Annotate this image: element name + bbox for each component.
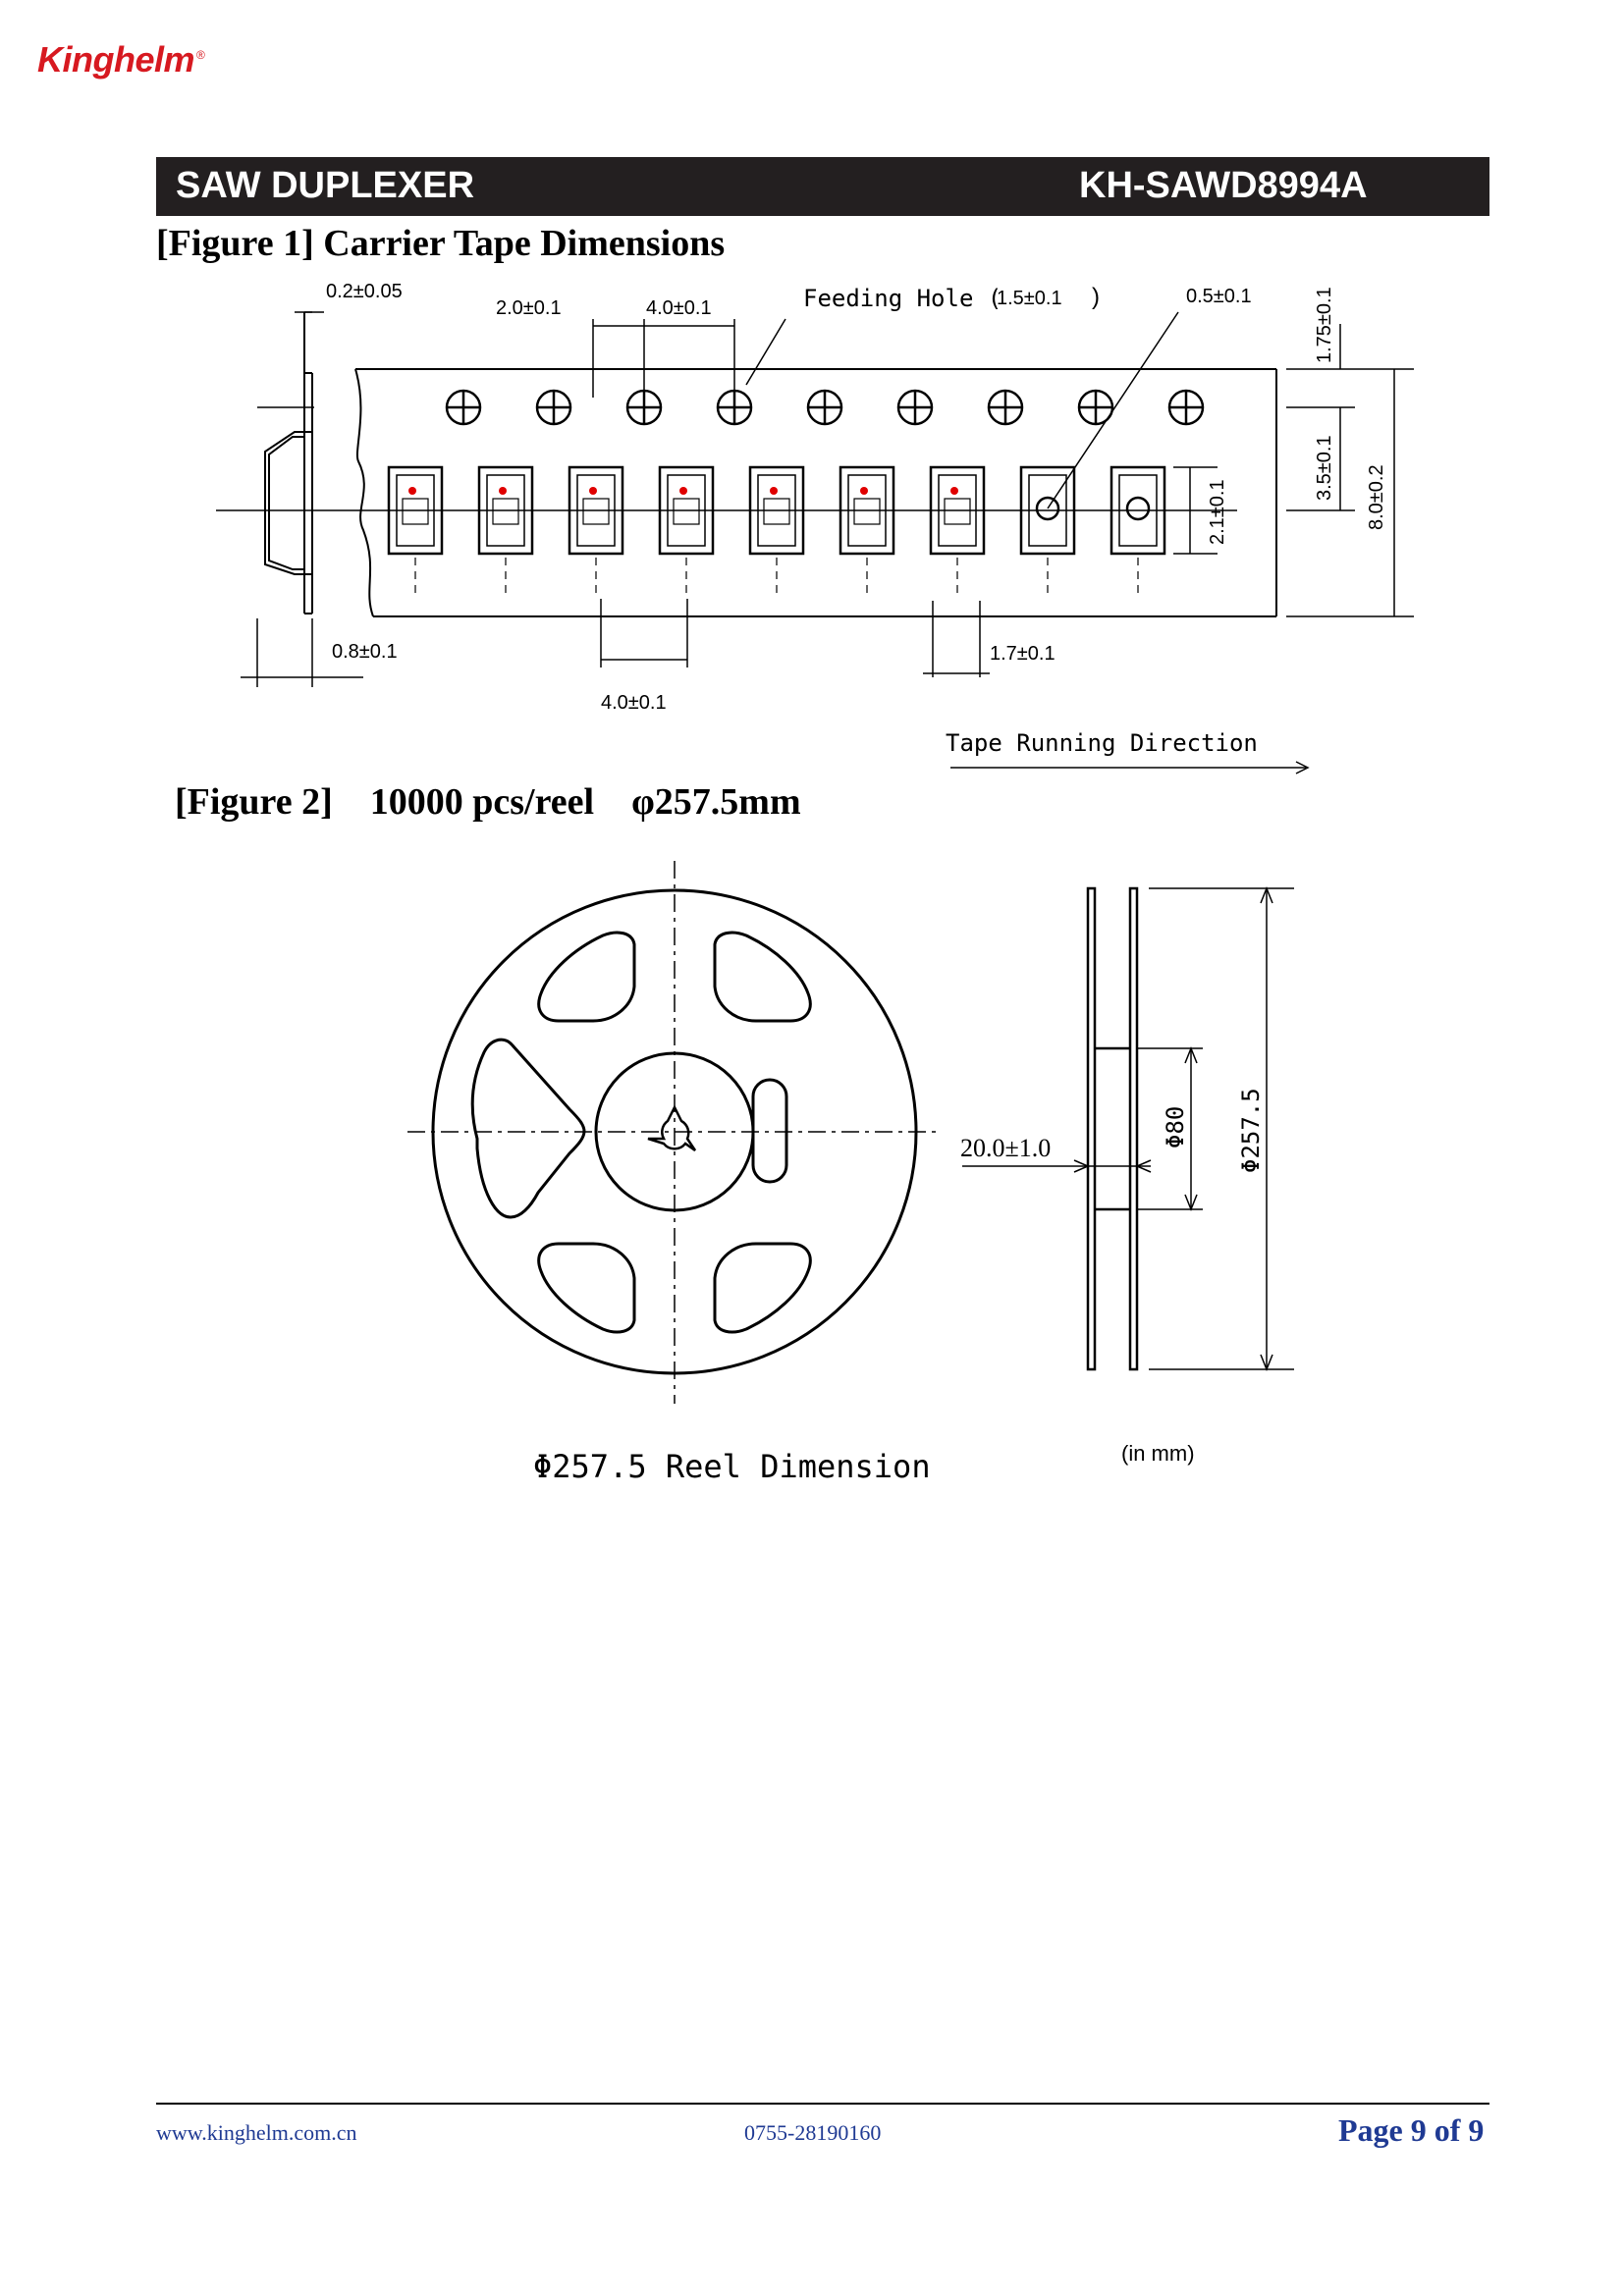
dim-reel-width: 20.0±1.0 bbox=[960, 1134, 1051, 1162]
dim-tape-width: 8.0±0.2 bbox=[1366, 464, 1387, 530]
dim-hole-pitch: 4.0±0.1 bbox=[646, 297, 712, 319]
feeding-holes bbox=[445, 389, 1205, 426]
dim-hole-to-center: 3.5±0.1 bbox=[1314, 435, 1335, 501]
feeding-hole-icon bbox=[987, 389, 1024, 426]
part-number: KH-SAWD8994A bbox=[1079, 165, 1368, 206]
feeding-hole-icon bbox=[1167, 389, 1205, 426]
pocket-with-component bbox=[929, 465, 986, 556]
feeding-hole-icon bbox=[1077, 389, 1114, 426]
footer-website: www.kinghelm.com.cn bbox=[156, 2120, 357, 2145]
dim-pocket-width: 1.7±0.1 bbox=[990, 643, 1056, 665]
figure2-title: [Figure 2] 10000 pcs/reel φ257.5mm bbox=[175, 781, 801, 823]
pocket-with-component bbox=[748, 465, 805, 556]
dim-reel-diameter: Φ257.5 bbox=[1237, 1088, 1265, 1173]
dim-pocket-length: 2.1±0.1 bbox=[1207, 479, 1228, 545]
document-header-bar: SAW DUPLEXER KH-SAWD8994A bbox=[156, 157, 1489, 216]
reel-caption: Φ257.5 Reel Dimension bbox=[533, 1448, 931, 1485]
dim-tape-thickness: 0.2±0.05 bbox=[326, 281, 403, 302]
feeding-hole-icon bbox=[445, 389, 482, 426]
unit-note: (in mm) bbox=[1121, 1441, 1195, 1466]
page-number: Page 9 of 9 bbox=[1338, 2112, 1485, 2148]
empty-pocket bbox=[1019, 465, 1076, 556]
component-pockets bbox=[387, 465, 1166, 556]
tape-direction-label: Tape Running Direction bbox=[946, 729, 1258, 757]
feeding-hole-label: Feeding Hole ( bbox=[803, 285, 1001, 312]
feeding-hole-icon bbox=[806, 389, 843, 426]
reel-side-view bbox=[1086, 886, 1139, 1371]
dim-edge-to-hole: 1.75±0.1 bbox=[1314, 287, 1335, 363]
dim-hub-diameter: Φ80 bbox=[1162, 1106, 1189, 1148]
kinghelm-logo: Kinghelm® bbox=[37, 39, 205, 80]
pocket-with-component bbox=[568, 465, 624, 556]
product-type-title: SAW DUPLEXER bbox=[176, 165, 475, 206]
tape-dimension-lines bbox=[241, 311, 1414, 774]
pocket-with-component bbox=[387, 465, 444, 556]
dim-feeding-hole-size: 1.5±0.1 bbox=[997, 288, 1062, 309]
dim-pocket-hole: 0.5±0.1 bbox=[1186, 286, 1252, 307]
pocket-with-component bbox=[839, 465, 895, 556]
dim-pocket-depth: 0.8±0.1 bbox=[332, 641, 398, 663]
feeding-hole-icon bbox=[535, 389, 572, 426]
footer-phone: 0755-28190160 bbox=[744, 2120, 882, 2145]
feeding-hole-icon bbox=[896, 389, 934, 426]
dim-hole-to-pocket: 2.0±0.1 bbox=[496, 297, 562, 319]
pocket-with-component bbox=[477, 465, 534, 556]
feeding-hole-close: ) bbox=[1092, 284, 1100, 310]
empty-pocket bbox=[1110, 465, 1166, 556]
pocket-with-component bbox=[658, 465, 715, 556]
footer-divider bbox=[156, 2103, 1489, 2105]
dim-pocket-pitch: 4.0±0.1 bbox=[601, 692, 667, 714]
figure1-title: [Figure 1] Carrier Tape Dimensions bbox=[156, 223, 726, 264]
